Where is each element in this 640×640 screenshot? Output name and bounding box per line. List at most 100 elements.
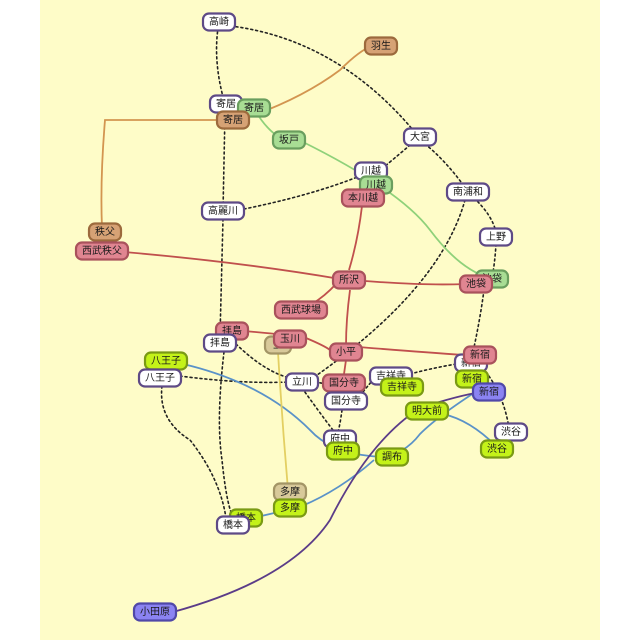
station-hanyu: 羽生 (363, 36, 399, 56)
station-label: 寄居 (223, 113, 243, 126)
station-label: 新宿 (462, 372, 482, 385)
station-label: 西武球場 (281, 303, 321, 316)
seibu-ikebukuro-line (123, 251, 465, 286)
station-label: 坂戸 (279, 134, 299, 146)
station-box (272, 498, 308, 518)
station-box (402, 127, 438, 147)
station-minamiurawa: 南浦和 (445, 182, 491, 202)
station-box (74, 241, 130, 261)
station-box (445, 182, 491, 202)
station-box (272, 329, 308, 349)
station-tamagawa: 玉川 (272, 329, 308, 349)
station-box (379, 377, 425, 397)
station-label: 橋本 (223, 518, 243, 531)
station-komagawa: 高麗川 (200, 201, 246, 221)
station-label: 渋谷 (501, 425, 521, 438)
station-label: 上野 (486, 231, 506, 243)
station-box (479, 439, 515, 459)
station-yorii-chichibu: 寄居 (215, 110, 251, 130)
station-label: 明大前 (412, 404, 442, 417)
jr-line-tachikawa-fuchu (301, 387, 337, 435)
station-meidaimae: 明大前 (404, 401, 450, 421)
station-label: 新宿 (479, 385, 499, 398)
station-label: 立川 (292, 375, 312, 388)
station-hachioji-jr: 八王子 (137, 368, 183, 388)
station-label: 川越 (361, 164, 381, 177)
station-shinjuku-seibu: 新宿 (462, 345, 498, 365)
station-label: 羽生 (371, 39, 391, 52)
station-label: 八王子 (145, 372, 175, 384)
station-label: 渋谷 (487, 442, 507, 455)
jr-line-hachioji-hashimoto (160, 385, 227, 519)
station-box (137, 368, 183, 388)
station-label: 小平 (336, 346, 356, 358)
station-label: 南浦和 (453, 185, 483, 198)
station-haijima-jr: 拝島 (202, 333, 238, 353)
station-label: 寄居 (244, 101, 264, 114)
seibu-kokubunji-line (343, 359, 347, 375)
station-box (284, 372, 320, 392)
station-box (200, 201, 246, 221)
station-sakado: 坂戸 (271, 130, 307, 150)
station-box (363, 36, 399, 56)
jr-line-minamiurawa-tachikawa (309, 199, 466, 381)
station-ikebukuro-seibu: 池袋 (458, 274, 494, 294)
station-ueno: 上野 (478, 227, 514, 247)
station-box (273, 300, 329, 320)
station-tama-keio: 多摩 (272, 498, 308, 518)
station-label: 池袋 (466, 277, 486, 290)
station-kodaira: 小平 (328, 342, 364, 362)
station-box (471, 382, 507, 402)
station-chichibu: 秩父 (87, 222, 123, 242)
station-kokubunji-jr: 国分寺 (323, 391, 369, 411)
station-yorii-tobu: 寄居 (236, 98, 272, 118)
station-label: 吉祥寺 (387, 380, 417, 393)
jr-line-haijima-tachikawa (235, 343, 291, 379)
station-tokorozawa: 所沢 (331, 270, 367, 290)
station-box (323, 391, 369, 411)
station-fuchu-keio: 府中 (325, 441, 361, 461)
station-label: 多摩 (280, 485, 300, 498)
station-hachioji-keio: 八王子 (143, 351, 189, 371)
jr-line-omiya-minamiurawa (424, 143, 465, 187)
station-box (132, 602, 178, 622)
tama-monorail-line (277, 351, 289, 491)
jr-line-takasaki-omiya (230, 25, 419, 137)
station-label: 国分寺 (331, 395, 361, 407)
jr-line-takasaki-yorii (215, 21, 226, 105)
station-box (331, 270, 367, 290)
odakyu-line (172, 391, 483, 613)
station-label: 国分寺 (329, 377, 359, 389)
station-tachikawa: 立川 (284, 372, 320, 392)
route-map: 高崎羽生寄居寄居寄居坂戸大宮川越川越本川越南浦和高麗川秩父西武秩父上野所沢池袋池… (40, 0, 600, 640)
station-box (328, 342, 364, 362)
station-box (458, 274, 494, 294)
station-kokubunji-seibu: 国分寺 (321, 373, 367, 393)
jr-line-kokubunji-fuchu (337, 409, 343, 433)
station-hashimoto-jr: 橋本 (215, 515, 251, 535)
station-omiya: 大宮 (402, 127, 438, 147)
station-box (493, 422, 529, 442)
station-box (201, 12, 237, 32)
station-label: 所沢 (339, 273, 359, 286)
jr-line-komagawa-haijima (219, 218, 224, 337)
station-box (340, 188, 386, 208)
station-label: 玉川 (280, 334, 300, 345)
jr-line-ikebukuro-shinjuku (472, 289, 485, 353)
station-box (478, 227, 514, 247)
station-box (271, 130, 307, 150)
tobu-tojo-line-sakado-ikebukuro (300, 140, 491, 279)
station-shibuya-jr: 渋谷 (493, 422, 529, 442)
route-map-canvas: 高崎羽生寄居寄居寄居坂戸大宮川越川越本川越南浦和高麗川秩父西武秩父上野所沢池袋池… (74, 12, 529, 622)
station-seibukyujo: 西武球場 (273, 300, 329, 320)
chichibu-line-yorii-chichibu (100, 119, 220, 229)
station-label: 秩父 (95, 226, 115, 238)
station-box (462, 345, 498, 365)
station-label: 高麗川 (208, 204, 238, 217)
station-label: 新宿 (470, 348, 490, 361)
station-takasaki: 高崎 (201, 12, 237, 32)
station-box (374, 447, 410, 467)
station-label: 寄居 (216, 97, 236, 110)
station-box (215, 110, 251, 130)
keio-sagamihara-line (251, 459, 375, 519)
